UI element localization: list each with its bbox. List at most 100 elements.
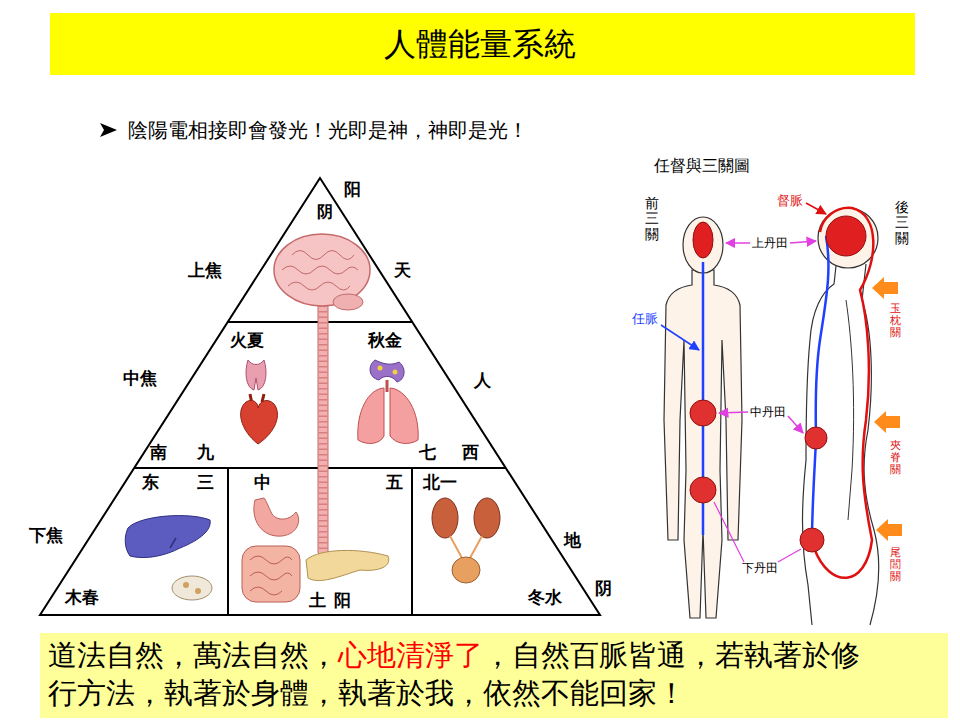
pass-arrows — [872, 277, 902, 541]
quote-text: 道法自然，萬法自然， — [48, 638, 338, 672]
liver-illustration-part — [170, 538, 176, 548]
slide-title: 人體能量系統 — [384, 28, 576, 60]
heaven-label: 天 — [394, 262, 411, 279]
front-body-figure — [664, 217, 742, 618]
human-label: 人 — [474, 372, 491, 389]
pass-arrows-part — [876, 519, 902, 541]
digestive-illustration — [242, 498, 389, 602]
cell-label: 中 — [254, 474, 271, 491]
yin-label: 阴 — [317, 204, 333, 220]
cell-label: 火夏 — [230, 332, 264, 349]
triangle-frame-part — [411, 468, 413, 615]
brain-illustration-part — [318, 296, 328, 556]
cell-label: 三 — [197, 474, 214, 491]
front-body-figure-part — [693, 222, 713, 258]
thymus-illustration — [370, 360, 404, 382]
leader-lines-part — [790, 241, 816, 243]
liver-illustration — [125, 516, 210, 558]
cell-label: 秋金 — [368, 332, 402, 349]
front-passes-label: 前三關 — [645, 196, 659, 242]
thymus-illustration-part — [378, 366, 383, 371]
brain-illustration-part — [319, 300, 328, 552]
pass-arrows-part — [874, 411, 900, 433]
side-body-figure-part — [803, 266, 837, 625]
back-passes-label: 後三關 — [895, 200, 909, 246]
leader-lines-part — [714, 502, 744, 562]
digestive-illustration-part — [242, 546, 300, 602]
cell-label: 东 — [142, 474, 159, 491]
heart-illustration — [241, 394, 278, 444]
leader-lines-part — [788, 416, 803, 433]
pass-label: 玉枕關 — [890, 303, 901, 339]
brain-illustration — [274, 234, 370, 556]
title-band — [50, 13, 915, 75]
quote-box: 道法自然，萬法自然，心地清淨了，自然百脈皆通，若執著於修行方法，執著於身體，執著… — [40, 633, 948, 718]
lungs-illustration — [358, 380, 418, 443]
lungs-illustration-part — [386, 380, 389, 392]
cell-label: 木春 — [65, 589, 99, 606]
bullet-arrow — [100, 123, 117, 137]
side-body-figure-part — [826, 216, 866, 256]
leader-lines-part — [806, 203, 826, 214]
brain-illustration-part — [333, 294, 363, 310]
quote-text: 心地清淨了 — [338, 638, 483, 672]
side-body-figure-part — [805, 427, 827, 449]
leader-lines — [661, 203, 826, 562]
kidney-illustration-part — [450, 536, 482, 558]
bullet-text: 陰陽電相接即會發光！光即是神，神即是光！ — [128, 120, 528, 140]
thyroid-illustration — [246, 360, 266, 390]
digestive-illustration-part — [306, 550, 389, 580]
cell-label: 土阳 — [301, 592, 359, 609]
wood-cell: 东 三木春 — [40, 468, 228, 615]
spleen-illustration-part — [172, 576, 212, 600]
dantian-label: 下丹田 — [742, 562, 778, 574]
earth-cell: 中五土阳 — [228, 468, 412, 615]
burner-label: 中焦 — [123, 370, 157, 387]
leader-lines-part — [719, 412, 748, 413]
side-body-figure-part — [846, 300, 854, 520]
spleen-illustration-part — [195, 588, 201, 594]
triangle-frame — [40, 178, 600, 615]
cell-label: 北一 — [423, 474, 457, 491]
earth-label: 地 — [564, 532, 581, 549]
burner-label: 上焦 — [188, 262, 222, 279]
lungs-illustration-part — [358, 388, 384, 443]
thymus-illustration-part — [393, 370, 398, 375]
cell-label: 南 — [150, 444, 167, 461]
thyroid-illustration-part — [246, 360, 266, 390]
triangle-frame-part — [40, 178, 600, 615]
meridian-label: 督脈 — [777, 194, 803, 207]
meridian-label: 任脈 — [632, 312, 658, 325]
leader-lines-part — [726, 242, 750, 244]
side-body-figure-part — [800, 528, 824, 552]
pass-label: 夾脊關 — [890, 440, 901, 476]
pass-label: 尾閭關 — [890, 547, 901, 583]
side-body-figure-part — [812, 236, 828, 540]
front-body-figure-part — [690, 477, 716, 503]
brain-illustration-part — [282, 251, 358, 291]
triangle-frame-part — [227, 468, 229, 615]
kidney-illustration-part — [474, 498, 500, 538]
dantian-label: 上丹田 — [752, 237, 788, 249]
leader-lines-part — [661, 325, 699, 350]
yang-label: 阳 — [344, 181, 361, 198]
burner-label: 下焦 — [29, 527, 63, 544]
lungs-illustration-part — [390, 388, 418, 443]
yin-label: 阴 — [595, 580, 612, 597]
pass-arrows-part — [872, 277, 898, 299]
side-body-figure-part — [814, 208, 873, 578]
cell-label: 九 — [197, 444, 214, 461]
kidney-illustration-part — [432, 498, 458, 538]
kidney-illustration-part — [452, 557, 480, 583]
kidney-illustration — [432, 498, 500, 583]
middle-burner-band: 火夏 秋金南 九 七 西 — [134, 322, 506, 468]
leader-lines-part — [778, 549, 801, 562]
digestive-illustration-part — [254, 498, 299, 536]
dantian-label: 中丹田 — [750, 406, 786, 418]
cell-label: 西 — [462, 444, 479, 461]
cell-label: 冬水 — [528, 589, 562, 606]
cell-label: 七 — [419, 444, 436, 461]
spleen-illustration — [172, 576, 212, 600]
